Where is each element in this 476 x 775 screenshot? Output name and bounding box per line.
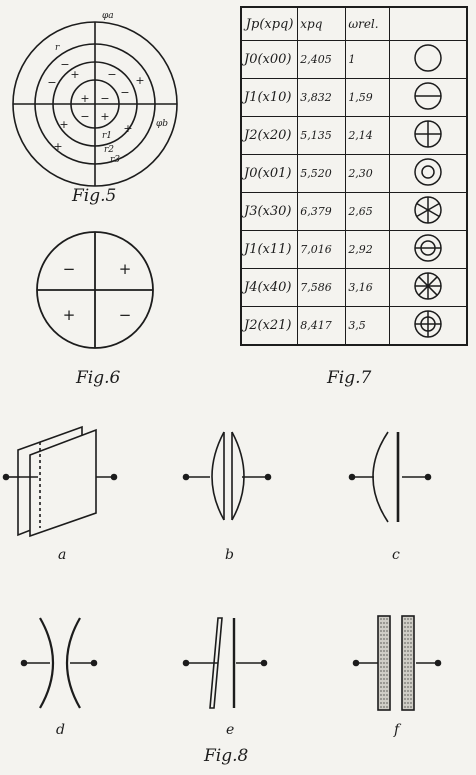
fig5-sign: − bbox=[120, 86, 129, 99]
fig8e-tilted-plates bbox=[182, 617, 268, 709]
mode-ring-cross-icon bbox=[414, 309, 442, 338]
fig5-label-r1: r1 bbox=[102, 131, 112, 141]
fig7-cell-omega: 2,30 bbox=[345, 154, 391, 193]
table-row: J4(x40) 7,586 3,16 bbox=[240, 268, 468, 307]
table-row: J1(x11) 7,016 2,92 bbox=[240, 230, 468, 269]
fig7-cell-function: J0(x01) bbox=[240, 154, 299, 193]
fig7-cell-x: 7,016 bbox=[297, 230, 347, 269]
fig7-cell-omega: 1,59 bbox=[345, 78, 391, 117]
fig5-sign: + bbox=[80, 92, 89, 105]
fig7-cell-x: 2,405 bbox=[297, 40, 347, 79]
fig8a-parallel-plates bbox=[2, 425, 118, 538]
fig7-cell-x: 7,586 bbox=[297, 268, 347, 307]
fig6-caption: Fig.6 bbox=[76, 368, 121, 388]
fig8-subcaption-b: b bbox=[225, 547, 234, 563]
table-row: J3(x30) 6,379 2,65 bbox=[240, 192, 468, 231]
fig5-sign: + bbox=[100, 110, 109, 123]
fig7-header-mode bbox=[389, 6, 468, 41]
fig7-cell-function: J4(x40) bbox=[240, 268, 299, 307]
fig5-sign: − bbox=[47, 76, 56, 89]
fig5-sign: − bbox=[60, 58, 69, 71]
fig5-sign: + bbox=[53, 140, 62, 153]
fig7-header-row: Jp(xpq) xpq ωrel. bbox=[240, 6, 468, 41]
fig7-cell-x: 6,379 bbox=[297, 192, 347, 231]
fig8-subcaption-a: a bbox=[58, 547, 67, 563]
fig7-cell-mode bbox=[389, 116, 468, 155]
fig6-quadrant-sign-br: − bbox=[119, 306, 132, 324]
fig8-subcaption-e: e bbox=[226, 722, 235, 738]
mode-four-lines-icon bbox=[414, 271, 442, 300]
fig7-cell-x: 8,417 bbox=[297, 306, 347, 346]
fig7-caption: Fig.7 bbox=[327, 368, 372, 388]
fig7-cell-function: J3(x30) bbox=[240, 192, 299, 231]
fig5-sign: + bbox=[59, 118, 68, 131]
fig7-cell-function: J2(x20) bbox=[240, 116, 299, 155]
fig8-subcaption-d: d bbox=[56, 722, 65, 738]
fig6-quadrant-sign-bl: + bbox=[63, 306, 76, 324]
fig6-diagram: − + + − bbox=[36, 231, 154, 349]
fig8-subcaption-c: c bbox=[392, 547, 400, 563]
table-row: J0(x00) 2,405 1 bbox=[240, 40, 468, 79]
fig7-cell-mode bbox=[389, 306, 468, 346]
table-row: J2(x20) 5,135 2,14 bbox=[240, 116, 468, 155]
fig7-header-xpq: xpq bbox=[297, 6, 347, 41]
fig7-cell-x: 5,520 bbox=[297, 154, 347, 193]
fig7-cell-function: J0(x00) bbox=[240, 40, 299, 79]
table-row: J1(x10) 3,832 1,59 bbox=[240, 78, 468, 117]
fig5-label-r2: r2 bbox=[104, 145, 114, 155]
fig8-subcaption-f: f bbox=[394, 722, 400, 738]
mode-circle-icon bbox=[414, 43, 442, 72]
fig7-table: Jp(xpq) xpq ωrel. J0(x00) 2,405 1 J1(x10… bbox=[240, 6, 468, 346]
mode-cross-icon bbox=[414, 119, 442, 148]
mode-ring-line-icon bbox=[414, 233, 442, 262]
fig7-cell-function: J1(x10) bbox=[240, 78, 299, 117]
fig5-label-phib: φb bbox=[156, 119, 168, 129]
fig5-label-phia: φa bbox=[102, 11, 114, 21]
mode-ring-icon bbox=[414, 157, 442, 186]
fig7-cell-x: 3,832 bbox=[297, 78, 347, 117]
fig7-cell-omega: 2,65 bbox=[345, 192, 391, 231]
fig8c-curved-flat bbox=[348, 431, 432, 523]
fig5-sign: − bbox=[100, 92, 109, 105]
fig5-sign: + bbox=[135, 74, 144, 87]
fig5-caption: Fig.5 bbox=[72, 186, 117, 206]
fig7-cell-mode bbox=[389, 192, 468, 231]
fig5-sign: − bbox=[107, 68, 116, 81]
fig5-sign: − bbox=[80, 110, 89, 123]
fig8f-hatched-plates bbox=[352, 615, 442, 711]
fig5-sign: + bbox=[123, 122, 132, 135]
table-row: J2(x21) 8,417 3,5 bbox=[240, 306, 468, 346]
fig8-caption: Fig.8 bbox=[204, 746, 249, 766]
fig7-cell-omega: 2,14 bbox=[345, 116, 391, 155]
mode-one-line-icon bbox=[414, 81, 442, 110]
fig8b-convex-pair bbox=[182, 431, 272, 521]
fig7-cell-mode bbox=[389, 268, 468, 307]
fig7-cell-function: J2(x21) bbox=[240, 306, 299, 346]
fig6-quadrant-sign-tl: − bbox=[63, 260, 76, 278]
fig5-label-r3: r3 bbox=[110, 155, 120, 165]
mode-three-lines-icon bbox=[414, 195, 442, 224]
fig8d-concave-pair bbox=[20, 617, 98, 709]
fig7-cell-omega: 3,5 bbox=[345, 306, 391, 346]
fig7-cell-mode bbox=[389, 230, 468, 269]
fig5-diagram: φa φb r r1 r2 r3 + − − + + − + − + − − +… bbox=[12, 11, 178, 187]
fig6-quadrant-sign-tr: + bbox=[119, 260, 132, 278]
fig5-label-r: r bbox=[55, 43, 60, 53]
fig5-sign: + bbox=[70, 68, 79, 81]
